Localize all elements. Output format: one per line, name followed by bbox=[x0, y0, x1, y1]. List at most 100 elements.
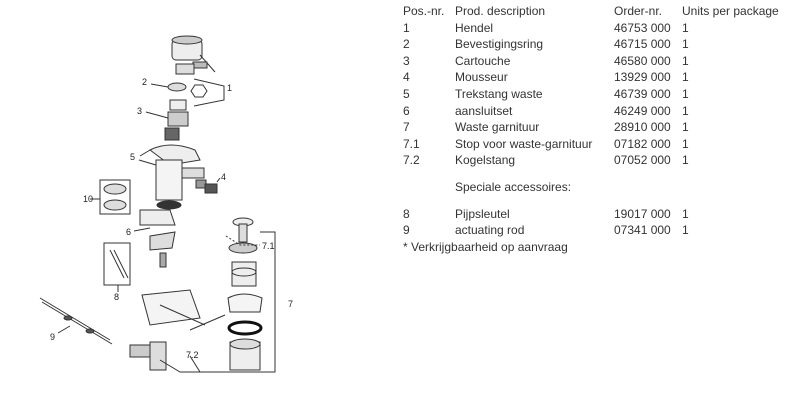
cartridge-part bbox=[164, 99, 189, 141]
part-pos: 2 bbox=[403, 37, 410, 52]
part-units: 1 bbox=[682, 103, 689, 118]
part-units: 1 bbox=[682, 70, 689, 85]
bracket-1 bbox=[193, 78, 225, 107]
part-row: 4 Mousseur 13929 000 1 bbox=[403, 69, 798, 86]
part-row: 7.2 Kogelstang 07052 000 1 bbox=[403, 152, 798, 169]
leader-4 bbox=[216, 177, 221, 183]
part-units: 1 bbox=[682, 153, 689, 168]
part-pos: 6 bbox=[403, 103, 410, 118]
header-units: Units per package bbox=[682, 4, 779, 18]
part-pos: 9 bbox=[403, 223, 410, 238]
lever-handle-part bbox=[171, 35, 216, 73]
part-units: 1 bbox=[682, 20, 689, 35]
part-units: 1 bbox=[682, 53, 689, 68]
callout-3: 3 bbox=[137, 106, 142, 116]
leader-2 bbox=[150, 83, 169, 88]
part-order-number: 28910 000 bbox=[614, 120, 671, 135]
part-description: aansluitset bbox=[455, 103, 513, 118]
part-order-number: 46249 000 bbox=[614, 103, 671, 118]
hex-nut-part bbox=[190, 84, 208, 98]
accessory-row: 9 actuating rod 07341 000 1 bbox=[403, 222, 798, 239]
part-pos: 4 bbox=[403, 70, 410, 85]
callout-4: 4 bbox=[221, 172, 226, 182]
part-description: Pijpsleutel bbox=[455, 206, 510, 221]
part-units: 1 bbox=[682, 37, 689, 52]
leader-6 bbox=[133, 227, 151, 232]
part-row: 2 Bevestigingsring 46715 000 1 bbox=[403, 36, 798, 53]
header-order-number: Order-nr. bbox=[614, 4, 663, 18]
bracket-7 bbox=[189, 231, 276, 373]
lever-cap-part bbox=[175, 63, 195, 75]
leader-9 bbox=[57, 325, 71, 334]
part-order-number: 46715 000 bbox=[614, 37, 671, 52]
faucet-body-part bbox=[139, 144, 205, 210]
header-pos: Pos.-nr. bbox=[403, 4, 445, 18]
part-row: 1 Hendel 46753 000 1 bbox=[403, 20, 798, 37]
part-description: Kogelstang bbox=[455, 153, 516, 168]
part-row: 3 Cartouche 46580 000 1 bbox=[403, 53, 798, 70]
connection-set-part bbox=[139, 209, 176, 268]
part-order-number: 46739 000 bbox=[614, 86, 671, 101]
part-pos: 7 bbox=[403, 120, 410, 135]
header-description: Prod. description bbox=[455, 4, 546, 18]
part-order-number: 46753 000 bbox=[614, 20, 671, 35]
waste-stop-part bbox=[227, 217, 263, 371]
part-row: 7.1 Stop voor waste-garnituur 07182 000 … bbox=[403, 136, 798, 153]
part-description: Hendel bbox=[455, 20, 494, 35]
part-row: 7 Waste garnituur 28910 000 1 bbox=[403, 119, 798, 136]
part-description: Stop voor waste-garnituur bbox=[455, 136, 593, 151]
part-order-number: 07052 000 bbox=[614, 153, 671, 168]
callout-6: 6 bbox=[126, 227, 131, 237]
bracket-7-1 bbox=[225, 235, 260, 246]
callout-2: 2 bbox=[142, 77, 147, 87]
callout-10: 10 bbox=[83, 194, 93, 204]
aerator-part bbox=[195, 179, 218, 194]
part-units: 1 bbox=[682, 223, 689, 238]
callout-8: 8 bbox=[114, 292, 119, 302]
part-description: Mousseur bbox=[455, 70, 508, 85]
part-units: 1 bbox=[682, 206, 689, 221]
part-order-number: 19017 000 bbox=[614, 206, 671, 221]
part-description: Bevestigingsring bbox=[455, 37, 544, 52]
callout-5: 5 bbox=[130, 152, 135, 162]
callout-7: 7 bbox=[288, 299, 293, 309]
part-units: 1 bbox=[682, 86, 689, 101]
part-description: Trekstang waste bbox=[455, 86, 543, 101]
callout-7-2: 7.2 bbox=[186, 350, 199, 360]
seal-set-part bbox=[99, 179, 131, 215]
part-pos: 1 bbox=[403, 20, 410, 35]
part-pos: 3 bbox=[403, 53, 410, 68]
part-pos: 8 bbox=[403, 206, 410, 221]
part-pos: 7.2 bbox=[403, 153, 420, 168]
accessories-heading-row: Speciale accessoires: bbox=[403, 179, 798, 196]
callout-9: 9 bbox=[50, 332, 55, 342]
leader-3 bbox=[145, 111, 169, 119]
waste-set-part bbox=[129, 289, 226, 371]
parts-list: Pos.-nr. Prod. description Order-nr. Uni… bbox=[403, 3, 798, 255]
actuating-rod-part bbox=[39, 297, 113, 345]
part-row: 6 aansluitset 46249 000 1 bbox=[403, 103, 798, 120]
part-order-number: 13929 000 bbox=[614, 70, 671, 85]
bracket-7-2 bbox=[159, 359, 200, 373]
leader-5 bbox=[138, 159, 157, 166]
parts-header-row: Pos.-nr. Prod. description Order-nr. Uni… bbox=[403, 3, 798, 20]
exploded-parts-diagram: 1 2 3 4 5 6 7 7.1 7.2 8 9 10 bbox=[0, 0, 395, 407]
part-description: Waste garnituur bbox=[455, 120, 540, 135]
availability-footnote: * Verkrijgbaarheid op aanvraag bbox=[403, 239, 568, 254]
part-pos: 5 bbox=[403, 86, 410, 101]
part-units: 1 bbox=[682, 136, 689, 151]
faucet-exploded-view: 1 2 3 4 5 6 7 7.1 7.2 8 9 10 bbox=[39, 35, 293, 373]
part-description: actuating rod bbox=[455, 223, 525, 238]
accessories-heading: Speciale accessoires: bbox=[455, 179, 572, 194]
part-order-number: 07341 000 bbox=[614, 223, 671, 238]
part-description: Cartouche bbox=[455, 53, 511, 68]
part-units: 1 bbox=[682, 120, 689, 135]
accessory-row: 8 Pijpsleutel 19017 000 1 bbox=[403, 206, 798, 223]
callout-7-1: 7.1 bbox=[262, 241, 275, 251]
callout-1: 1 bbox=[227, 83, 232, 93]
part-row: 5 Trekstang waste 46739 000 1 bbox=[403, 86, 798, 103]
part-order-number: 46580 000 bbox=[614, 53, 671, 68]
part-order-number: 07182 000 bbox=[614, 136, 671, 151]
fixing-ring-part bbox=[167, 82, 187, 92]
part-pos: 7.1 bbox=[403, 136, 420, 151]
